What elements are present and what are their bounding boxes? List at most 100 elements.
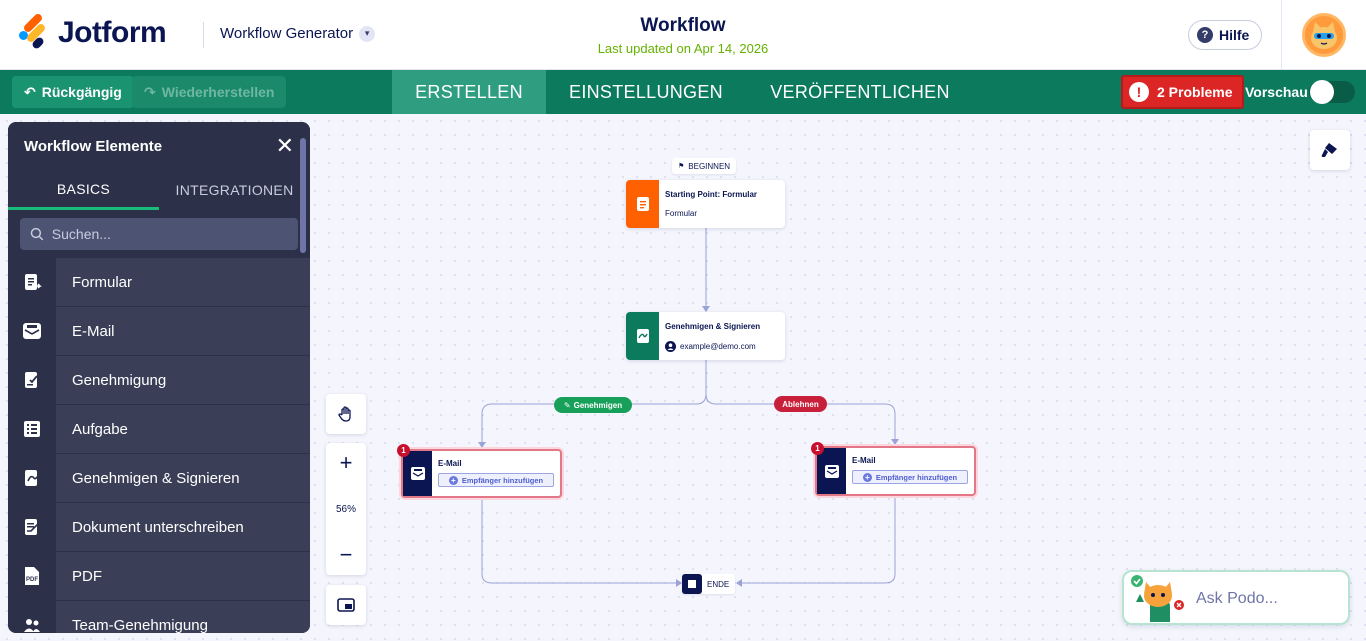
element-item-pdf[interactable]: PDF PDF bbox=[8, 552, 310, 601]
element-item-formular[interactable]: Formular bbox=[8, 258, 310, 307]
podo-avatar-icon bbox=[1311, 22, 1337, 49]
flag-icon: ⚑ bbox=[678, 163, 685, 170]
add-recipient-button-left[interactable]: + Empfänger hinzufügen bbox=[438, 473, 554, 487]
undo-icon: ↶ bbox=[24, 83, 36, 100]
app-switcher-label: Workflow Generator bbox=[220, 25, 354, 42]
panel-scrollbar[interactable] bbox=[300, 138, 306, 253]
add-recipient-button-right[interactable]: + Empfänger hinzufügen bbox=[852, 470, 968, 484]
tab-integrationen[interactable]: INTEGRATIONEN bbox=[175, 182, 294, 198]
workflow-elements-panel: Workflow Elemente ✕ BASICS INTEGRATIONEN… bbox=[8, 122, 310, 633]
preview-toggle[interactable] bbox=[1309, 80, 1355, 104]
zoom-in-button[interactable]: + bbox=[339, 450, 353, 475]
jotform-logo[interactable]: Jotform bbox=[17, 12, 167, 51]
element-label: Genehmigung bbox=[56, 356, 310, 404]
error-badge-right: 1 bbox=[811, 442, 824, 455]
element-label: Genehmigen & Signieren bbox=[56, 454, 310, 502]
approve-sign-node[interactable]: Genehmigen & Signieren example@demo.com bbox=[626, 312, 785, 360]
minimap-button[interactable] bbox=[326, 585, 366, 625]
email-node-left[interactable]: E-Mail + Empfänger hinzufügen bbox=[401, 449, 562, 498]
panel-title: Workflow Elemente bbox=[24, 137, 163, 155]
ask-podo-label: Ask Podo... bbox=[1196, 590, 1278, 607]
element-label: E-Mail bbox=[56, 307, 310, 355]
form-icon bbox=[8, 258, 56, 306]
start-label-text: BEGINNEN bbox=[688, 161, 731, 171]
element-label: PDF bbox=[56, 552, 310, 600]
email-icon bbox=[8, 307, 56, 355]
element-label: Formular bbox=[56, 258, 310, 306]
app-switcher[interactable]: Workflow Generator ▾ bbox=[220, 25, 376, 42]
undo-button[interactable]: ↶ Rückgängig bbox=[12, 76, 134, 108]
approve-sign-icon bbox=[626, 312, 659, 360]
email-left-body: E-Mail + Empfänger hinzufügen bbox=[432, 451, 560, 496]
start-node-title: Starting Point: Formular bbox=[665, 190, 757, 199]
start-node[interactable]: Starting Point: Formular Formular bbox=[626, 180, 785, 228]
tab-erstellen[interactable]: ERSTELLEN bbox=[392, 70, 546, 114]
add-recipient-label: Empfänger hinzufügen bbox=[875, 472, 958, 482]
element-label: Aufgabe bbox=[56, 405, 310, 453]
element-item-genehmigen-signieren[interactable]: Genehmigen & Signieren bbox=[8, 454, 310, 503]
add-recipient-label: Empfänger hinzufügen bbox=[461, 475, 544, 485]
email-right-body: E-Mail + Empfänger hinzufügen bbox=[846, 448, 974, 494]
email-node-right[interactable]: E-Mail + Empfänger hinzufügen bbox=[815, 446, 976, 496]
branch-reject-label[interactable]: Ablehnen bbox=[774, 396, 827, 412]
approve-node-body: Genehmigen & Signieren example@demo.com bbox=[659, 312, 768, 360]
element-item-dokument-unterschreiben[interactable]: Dokument unterschreiben bbox=[8, 503, 310, 552]
undo-label: Rückgängig bbox=[41, 84, 122, 100]
plus-icon: + bbox=[862, 472, 872, 482]
element-item-aufgabe[interactable]: Aufgabe bbox=[8, 405, 310, 454]
end-node[interactable]: ENDE bbox=[682, 574, 736, 594]
problems-button[interactable]: ! 2 Probleme bbox=[1121, 75, 1245, 109]
element-label: Team-Genehmigung bbox=[56, 601, 310, 633]
stop-icon bbox=[682, 574, 702, 594]
email-left-title: E-Mail bbox=[438, 459, 462, 468]
toggle-knob bbox=[1310, 80, 1334, 104]
search-input[interactable] bbox=[51, 226, 288, 242]
tab-veroeffentlichen[interactable]: VERÖFFENTLICHEN bbox=[770, 81, 950, 102]
user-icon bbox=[665, 341, 676, 352]
help-label: Hilfe bbox=[1219, 27, 1250, 43]
page-title-block: Workflow Last updated on Apr 14, 2026 bbox=[533, 15, 833, 56]
preview-label: Vorschau bbox=[1245, 84, 1308, 100]
tab-basics[interactable]: BASICS bbox=[8, 170, 159, 210]
minimap-icon bbox=[337, 598, 355, 612]
tab-einstellungen[interactable]: EINSTELLUNGEN bbox=[569, 81, 723, 102]
end-label: ENDE bbox=[707, 579, 730, 589]
approve-icon: ✎ bbox=[563, 400, 571, 410]
approver-email: example@demo.com bbox=[680, 342, 756, 351]
branch-approve-text: Genehmigen bbox=[573, 400, 623, 410]
element-item-team-genehmigung[interactable]: Team-Genehmigung bbox=[8, 601, 310, 633]
element-label: Dokument unterschreiben bbox=[56, 503, 310, 551]
email-icon bbox=[403, 451, 432, 496]
element-item-genehmigung[interactable]: Genehmigung bbox=[8, 356, 310, 405]
error-badge-left: 1 bbox=[397, 444, 410, 457]
ask-podo-button[interactable]: Ask Podo... bbox=[1122, 570, 1350, 625]
chevron-down-icon: ▾ bbox=[359, 25, 376, 42]
builder-toolbar: ↶ Rückgängig ↷ Wiederherstellen ERSTELLE… bbox=[0, 70, 1366, 114]
pdf-icon: PDF bbox=[8, 552, 56, 600]
approve-node-sub: example@demo.com bbox=[665, 341, 760, 352]
redo-label: Wiederherstellen bbox=[161, 84, 275, 100]
help-button[interactable]: ? Hilfe bbox=[1188, 20, 1263, 50]
start-node-sub: Formular bbox=[665, 209, 698, 218]
close-icon[interactable]: ✕ bbox=[275, 133, 294, 158]
svg-text:PDF: PDF bbox=[26, 577, 38, 583]
search-icon bbox=[30, 227, 44, 241]
theme-button[interactable] bbox=[1310, 130, 1350, 170]
redo-icon: ↷ bbox=[144, 83, 156, 100]
podo-mascot-icon bbox=[1131, 575, 1184, 622]
avatar[interactable] bbox=[1302, 13, 1346, 57]
search-wrap bbox=[8, 210, 310, 258]
pan-tool-button[interactable] bbox=[326, 394, 366, 434]
page-title: Workflow bbox=[640, 15, 726, 36]
start-node-body: Starting Point: Formular Formular bbox=[659, 180, 765, 228]
zoom-out-button[interactable]: − bbox=[339, 542, 353, 567]
redo-button[interactable]: ↷ Wiederherstellen bbox=[132, 76, 287, 108]
element-item-email[interactable]: E-Mail bbox=[8, 307, 310, 356]
plus-icon: + bbox=[448, 475, 458, 485]
element-list: Formular E-Mail Genehmigung Aufgabe Gene… bbox=[8, 258, 310, 633]
branch-approve-label[interactable]: ✎ Genehmigen bbox=[554, 397, 632, 413]
zoom-controls: + 56% − bbox=[326, 443, 366, 575]
header-divider bbox=[203, 22, 204, 48]
header-divider-right bbox=[1281, 0, 1282, 70]
panel-tabs: BASICS INTEGRATIONEN bbox=[8, 170, 310, 210]
